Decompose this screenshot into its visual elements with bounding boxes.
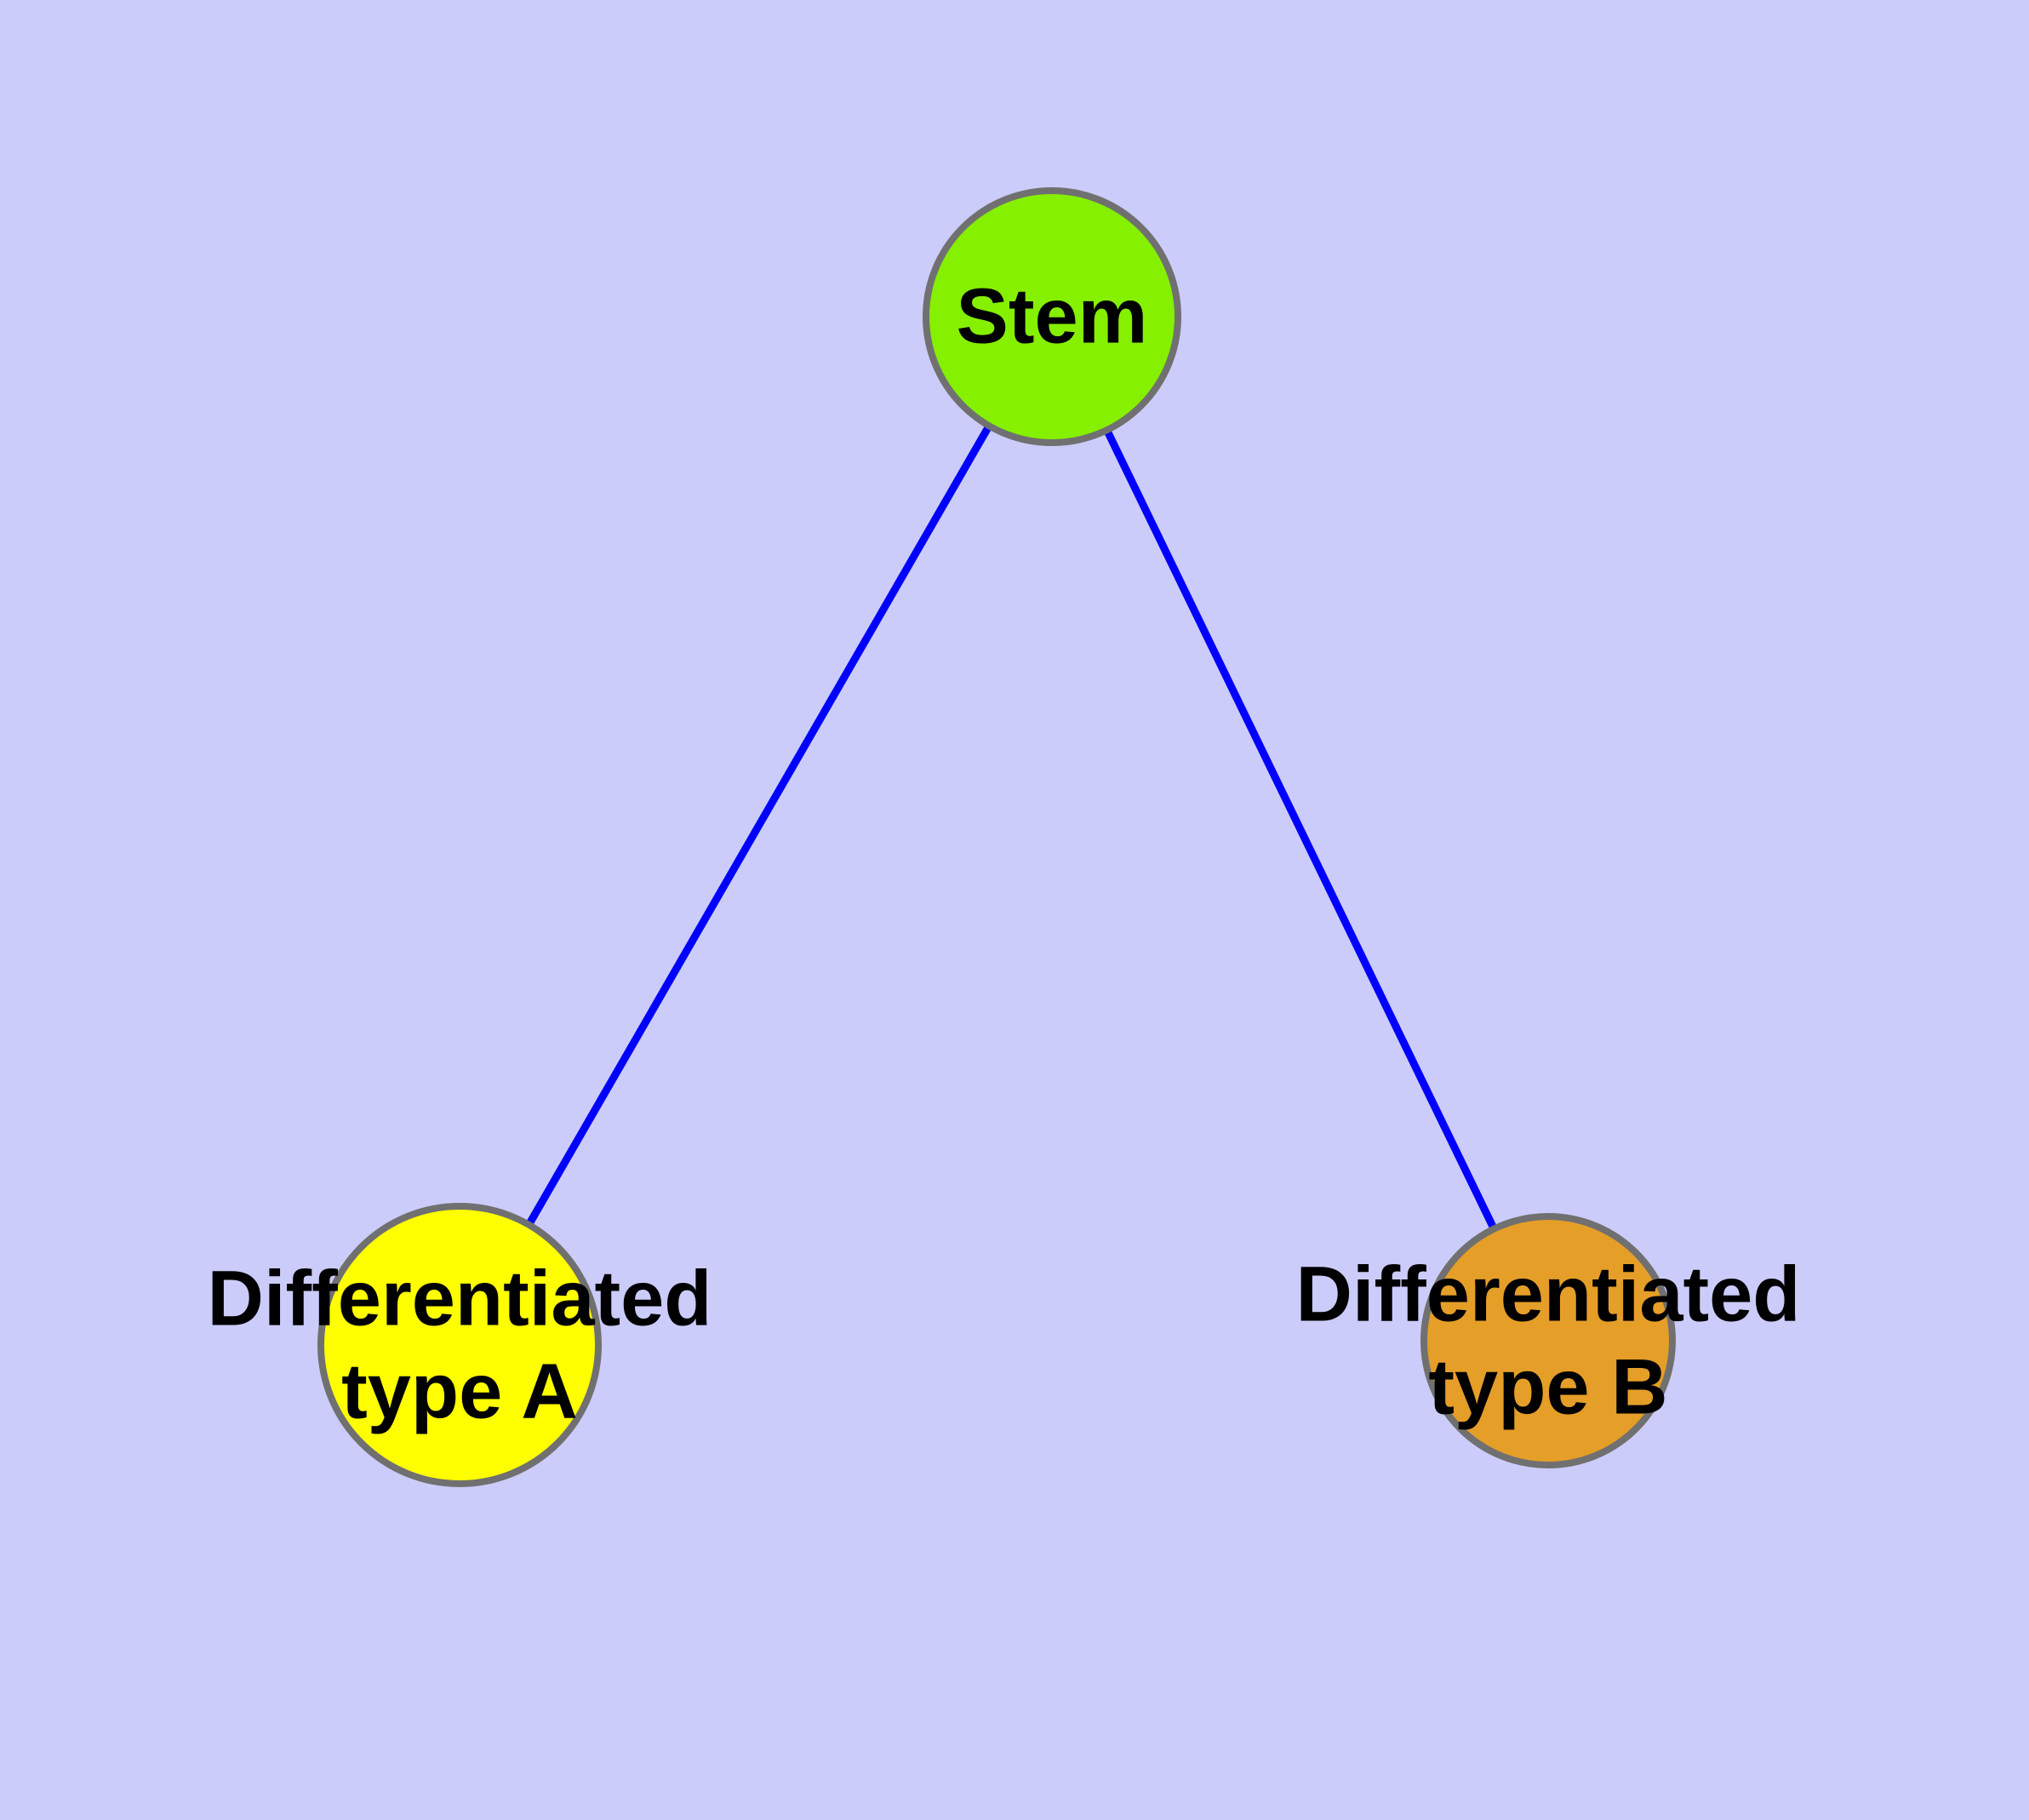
- node-stem[interactable]: [923, 187, 1181, 446]
- node-diff-a[interactable]: [317, 1203, 602, 1487]
- edge-layer: [525, 423, 1498, 1231]
- node-diff-b[interactable]: [1420, 1213, 1676, 1468]
- node-layer: [317, 187, 1676, 1487]
- edge-stem-to-diff-a: [525, 423, 993, 1228]
- edge-stem-to-diff-b: [1103, 428, 1498, 1231]
